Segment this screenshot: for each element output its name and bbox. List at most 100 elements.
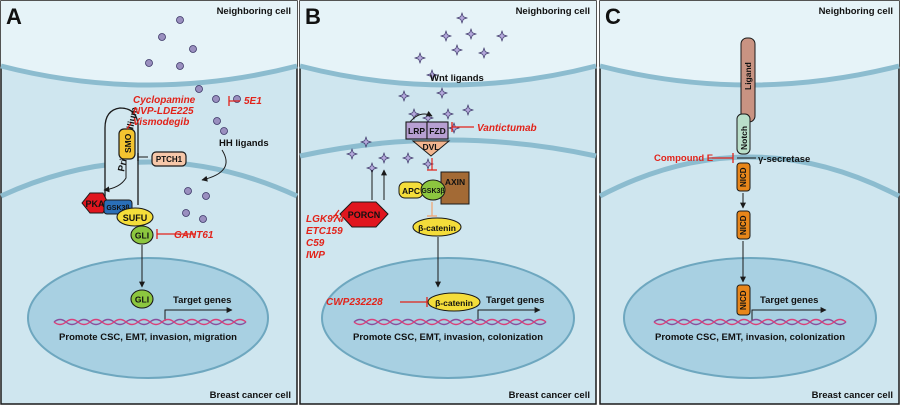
cell-membrane-c — [598, 154, 900, 199]
nucleus-a — [27, 257, 269, 379]
wnt-ligands — [346, 11, 508, 174]
porcn-label: PORCN — [348, 210, 381, 220]
lrp-label: LRP — [408, 126, 425, 136]
nicd-label-2: NICD — [739, 215, 748, 235]
cancer-cell-label-c: Breast cancer cell — [812, 390, 893, 401]
neighboring-membrane-a — [0, 63, 298, 88]
sufu-label: SUFU — [123, 213, 148, 223]
gsk3b-label-b: GSK3β — [421, 188, 445, 195]
axin-protein — [440, 171, 470, 205]
gant61-label: GANT61 — [174, 230, 214, 241]
nicd-label-1: NICD — [739, 167, 748, 187]
sufu-protein — [116, 207, 154, 227]
dna-helix-c — [653, 318, 847, 326]
nvp-lde225-label: NVP-LDE225 — [133, 106, 194, 117]
dvl-protein — [411, 140, 451, 157]
cancer-cell-label-b: Breast cancer cell — [509, 390, 590, 401]
outcome-label-a: Promote CSC, EMT, invasion, migration — [59, 332, 237, 343]
etc159-label: ETC159 — [306, 226, 343, 237]
lgk974-label: LGK974 — [306, 214, 344, 225]
gant61-inhibitor-bar — [156, 229, 196, 239]
hh-ligands-label: HH ligands — [219, 138, 269, 149]
panel-b: B Neighboring cell Breast cancer cell — [299, 0, 597, 405]
notch-label: Notch — [739, 126, 749, 150]
iwp-label: IWP — [306, 250, 325, 261]
nicd-membrane — [736, 162, 751, 192]
transcription-arrow-c — [751, 307, 827, 321]
cell-membrane-a — [0, 159, 299, 199]
ligand-label: Ligand — [743, 62, 753, 90]
porcn-inhibitor-bar — [332, 209, 341, 223]
fzd-label: FZD — [429, 126, 446, 136]
transcription-arrow-a — [164, 307, 233, 321]
gli-nuclear-label: GLI — [135, 295, 149, 305]
ptch1-label: PTCH1 — [156, 155, 183, 164]
target-genes-label-c: Target genes — [760, 295, 818, 306]
apc-label: APC — [402, 186, 420, 196]
neighboring-cell-label-b: Neighboring cell — [516, 6, 590, 17]
porcn-secretion-arrows — [371, 170, 384, 200]
smo-label: SMO — [123, 133, 133, 153]
nicd-nuclear — [736, 284, 751, 316]
gli-protein — [130, 225, 154, 245]
gli-nuclear-protein — [130, 289, 154, 309]
gamma-secretase-label: γ-secretase — [758, 154, 810, 165]
neighboring-cell-b — [300, 1, 596, 85]
nicd-label-3: NICD — [739, 290, 748, 310]
porcn-inhibitor-list: LGK974 ETC159 C59 IWP — [306, 214, 344, 261]
neighboring-cell-label-a: Neighboring cell — [217, 6, 291, 17]
wnt-ligands-label: Wnt ligands — [430, 73, 484, 84]
gsk3b-label-a: GSK3β — [106, 205, 130, 212]
beta-catenin-nuclear-label: β-catenin — [435, 298, 473, 308]
cwp232228-label: CWP232228 — [326, 297, 383, 308]
beta-catenin-protein — [412, 217, 462, 237]
cell-membrane-b — [299, 137, 597, 159]
outcome-label-b: Promote CSC, EMT, invasion, colonization — [353, 332, 543, 343]
target-genes-label-a: Target genes — [173, 295, 231, 306]
fzd-receptor — [426, 121, 449, 140]
vantictumab-label: Vantictumab — [477, 123, 537, 134]
gsk3b-protein-b — [420, 179, 446, 201]
wnt-binding-arrow — [409, 110, 433, 123]
cyclopamine-label: Cyclopamine — [133, 95, 196, 106]
panel-a: A Neighboring cell Breast cancer cell HH… — [0, 0, 299, 405]
transcription-arrow-b — [477, 307, 541, 321]
compound-e-label: Compound E — [654, 153, 713, 164]
panel-letter-c: C — [605, 4, 621, 29]
5e1-inhibitor-bar — [228, 96, 240, 106]
dna-helix-a — [53, 318, 247, 326]
dvl-inhibits-complex — [427, 158, 437, 171]
pka-label: PKA — [85, 199, 105, 209]
axin-label: AXIN — [445, 177, 465, 187]
neighboring-membrane-b — [299, 63, 597, 88]
porcn-protein — [339, 201, 389, 228]
nucleus-c — [623, 257, 877, 379]
compound-e-inhibitor-bar — [712, 153, 734, 163]
ptch1-protein — [151, 151, 187, 167]
smo-signal-arrow — [103, 160, 127, 193]
vantictumab-inhibitor-bar — [451, 122, 474, 132]
complex-inhibits-bcatenin — [427, 202, 437, 217]
smo-inhibitor-list: Cyclopamine NVP-LDE225 Vismodegib — [133, 95, 196, 128]
beta-catenin-label: β-catenin — [418, 223, 456, 233]
5e1-label: 5E1 — [244, 96, 262, 107]
smo-inhibitor-bar — [126, 122, 132, 130]
vismodegib-label: Vismodegib — [133, 117, 189, 128]
dvl-label: DVL — [423, 142, 440, 152]
panel-c: C Neighboring cell Breast cancer cell Li… — [598, 0, 900, 405]
outcome-label-c: Promote CSC, EMT, invasion, colonization — [655, 332, 845, 343]
cancer-cell-label-a: Breast cancer cell — [210, 390, 291, 401]
hh-to-ptch1-arrow — [201, 149, 227, 182]
cwp232228-inhibitor-bar — [400, 297, 428, 307]
nucleus-b — [321, 257, 575, 379]
neighboring-cell-label-c: Neighboring cell — [819, 6, 893, 17]
dna-helix-b — [353, 318, 547, 326]
panel-letter-a: A — [6, 4, 22, 29]
c59-label: C59 — [306, 238, 325, 249]
target-genes-label-b: Target genes — [486, 295, 544, 306]
panel-letter-b: B — [305, 4, 321, 29]
notch-receptor — [736, 113, 751, 155]
nicd-cytoplasm — [736, 210, 751, 240]
